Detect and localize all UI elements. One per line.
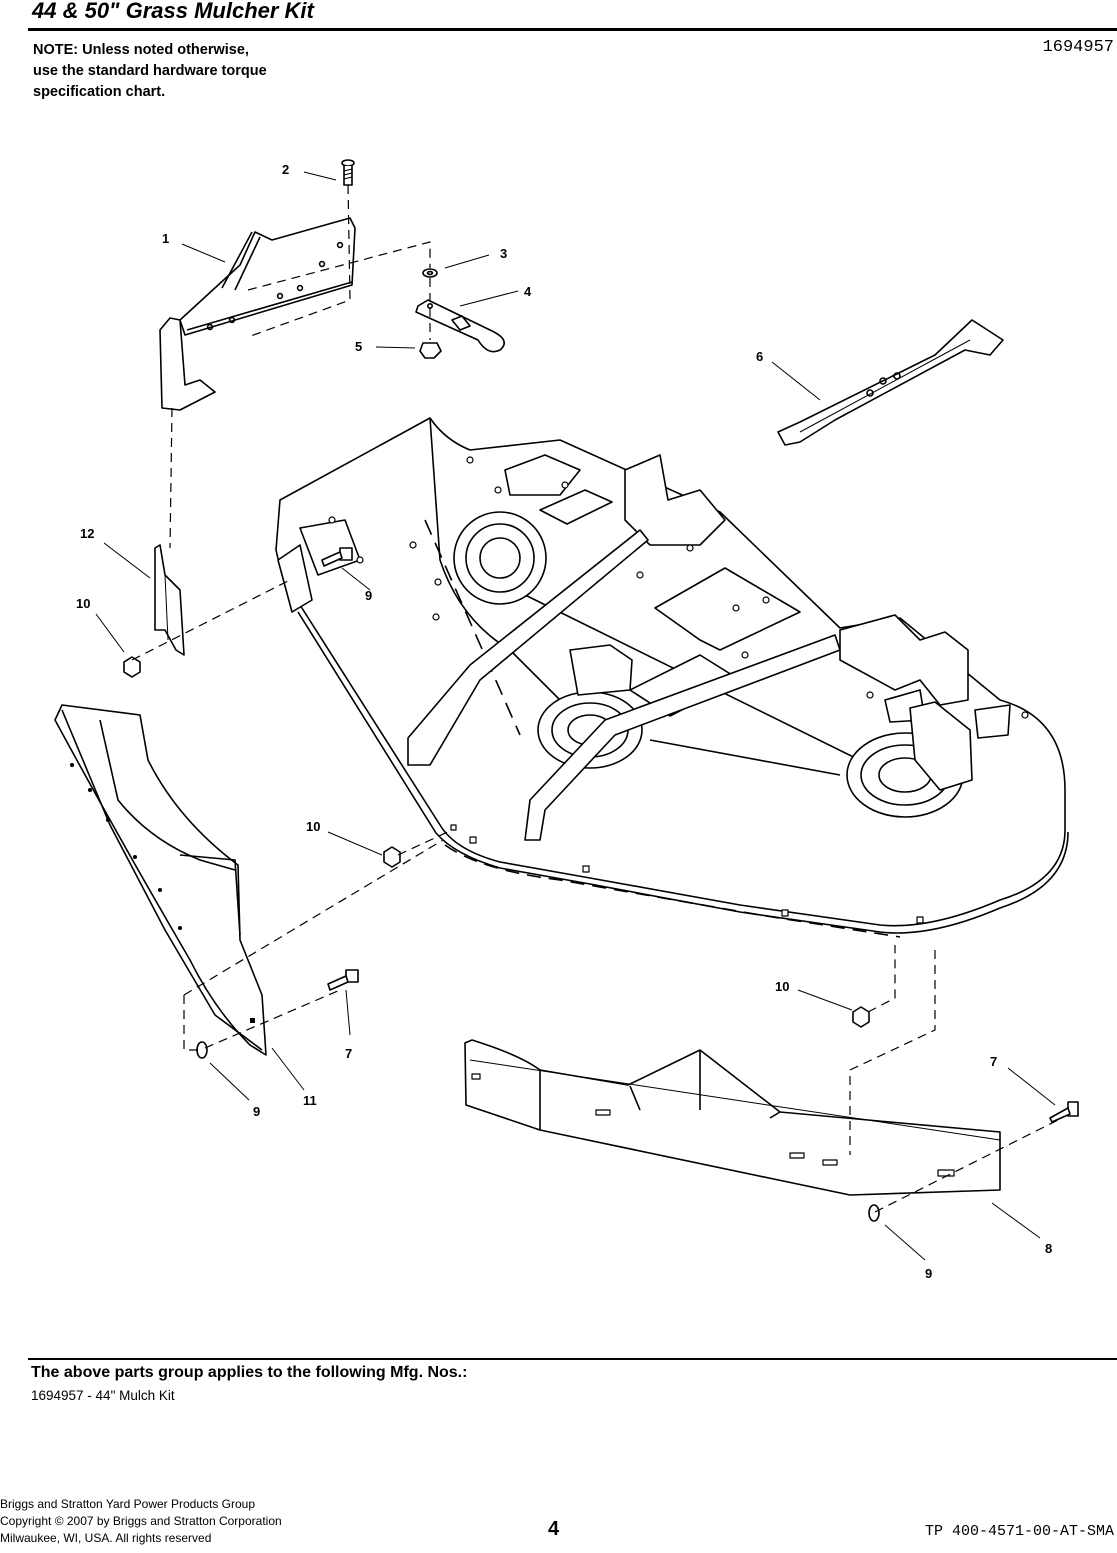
footer-line: Briggs and Stratton Yard Power Products …: [0, 1497, 256, 1511]
assembly-lines: [131, 184, 1059, 1213]
applies-rule: [28, 1358, 1117, 1360]
applies-heading: The above parts group applies to the fol…: [31, 1364, 468, 1381]
page-title: 44 & 50" Grass Mulcher Kit: [32, 0, 314, 23]
callout-leaders: [95, 171, 1056, 1261]
side-deflector-illustration: [54, 704, 267, 1056]
page-number: 4: [548, 1518, 560, 1540]
callout-11: 11: [303, 1093, 317, 1108]
part-number: 1694957: [1042, 38, 1114, 57]
deflector-bracket-illustration: [159, 217, 356, 411]
rear-deflector-illustration: [464, 1039, 1001, 1196]
callout-7: 7: [345, 1046, 352, 1061]
callout-10: 10: [775, 979, 789, 994]
callout-labels: 2 1 3 4 5 6 12 10 9 10 7 11 9 10 7 9 8: [76, 162, 1052, 1281]
callout-6: 6: [756, 349, 763, 364]
document-code: TP 400-4571-00-AT-SMA: [924, 1523, 1114, 1540]
callout-3: 3: [500, 246, 507, 261]
callout-9: 9: [925, 1266, 932, 1281]
footer-copyright: Briggs and Stratton Yard Power Products …: [0, 1496, 282, 1547]
callout-4: 4: [524, 284, 532, 299]
screw-illustration: [341, 159, 355, 186]
mower-deck-illustration: [275, 417, 1069, 938]
exploded-parts-diagram: 2 1 3 4 5 6 12 10 9 10 7 11 9 10 7 9 8: [54, 159, 1079, 1281]
footer-line: Copyright © 2007 by Briggs and Stratton …: [0, 1514, 282, 1528]
latch-hardware-illustration: [415, 268, 506, 359]
callout-12: 12: [80, 526, 94, 541]
callout-10: 10: [306, 819, 320, 834]
note-line: NOTE: Unless noted otherwise,: [33, 42, 249, 58]
callout-1: 1: [162, 231, 169, 246]
mfg-number-entry: 1694957 - 44" Mulch Kit: [31, 1388, 175, 1403]
header-rule: [28, 28, 1117, 31]
mounting-plate-illustration: [154, 544, 185, 656]
callout-9: 9: [365, 588, 372, 603]
note-line: use the standard hardware torque: [33, 63, 267, 79]
callout-8: 8: [1045, 1241, 1052, 1256]
callout-5: 5: [355, 339, 362, 354]
note-line: specification chart.: [33, 84, 166, 100]
callout-2: 2: [282, 162, 289, 177]
footer-line: Milwaukee, WI, USA. All rights reserved: [0, 1531, 212, 1545]
mower-blade-illustration: [777, 319, 1004, 446]
torque-note: NOTE: Unless noted otherwise, use the st…: [33, 40, 267, 103]
callout-10: 10: [76, 596, 90, 611]
callout-9: 9: [253, 1104, 260, 1119]
callout-7: 7: [990, 1054, 997, 1069]
fastener-illustrations: [123, 547, 1079, 1222]
